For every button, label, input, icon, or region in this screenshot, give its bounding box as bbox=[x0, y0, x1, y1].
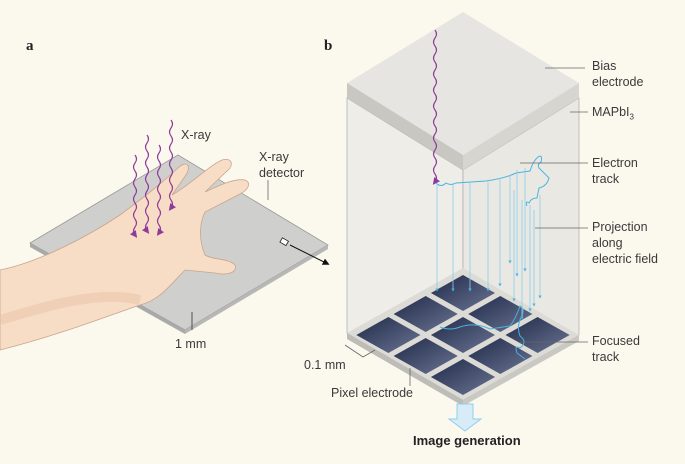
hand-illustration bbox=[0, 158, 249, 351]
detector-label-2: detector bbox=[259, 166, 305, 180]
xray-waves bbox=[129, 119, 177, 238]
image-generation-label: Image generation bbox=[413, 433, 521, 448]
xray-label: X-ray bbox=[181, 128, 211, 142]
pixel-tile bbox=[468, 295, 533, 333]
pixel-tile bbox=[430, 274, 496, 312]
bias-electrode bbox=[347, 12, 579, 170]
thickness-label: 1 mm bbox=[175, 337, 207, 351]
leader-lines bbox=[344, 67, 588, 386]
focused-label-2: track bbox=[592, 350, 620, 364]
zoom-arrow bbox=[289, 244, 330, 265]
projection-label-2: along bbox=[592, 236, 623, 250]
pixel-electrode-label: Pixel electrode bbox=[331, 386, 413, 400]
pixel-electrode-grid bbox=[356, 274, 570, 396]
pixel-tile bbox=[505, 316, 570, 354]
electron-label-1: Electron bbox=[592, 156, 638, 170]
xray-wave-b bbox=[432, 29, 441, 185]
focused-label-1: Focused bbox=[592, 334, 640, 348]
electron-label-2: track bbox=[592, 172, 620, 186]
projection-lines bbox=[435, 168, 542, 320]
projection-label-3: electric field bbox=[592, 252, 658, 266]
pixel-tile bbox=[393, 295, 458, 333]
pixel-size-label: 0.1 mm bbox=[304, 358, 346, 372]
focused-track bbox=[439, 305, 526, 360]
panel-b-label: b bbox=[324, 38, 333, 54]
material-label: MAPbI3 bbox=[592, 104, 634, 126]
pixel-marker bbox=[279, 237, 290, 247]
projection-label-1: Projection bbox=[592, 220, 648, 234]
bias-label-1: Bias bbox=[592, 59, 617, 73]
electron-track bbox=[435, 155, 550, 207]
panel-a-label: a bbox=[26, 38, 34, 54]
pixel-tile bbox=[356, 316, 421, 354]
detector-label-1: X-ray bbox=[259, 150, 289, 164]
pixel-tile bbox=[430, 358, 496, 396]
material-text: MAPbI bbox=[592, 105, 630, 119]
pixel-tile bbox=[393, 337, 458, 375]
bias-label-2: electrode bbox=[592, 75, 644, 89]
image-generation-arrow bbox=[447, 403, 483, 432]
material-subscript: 3 bbox=[629, 112, 634, 122]
